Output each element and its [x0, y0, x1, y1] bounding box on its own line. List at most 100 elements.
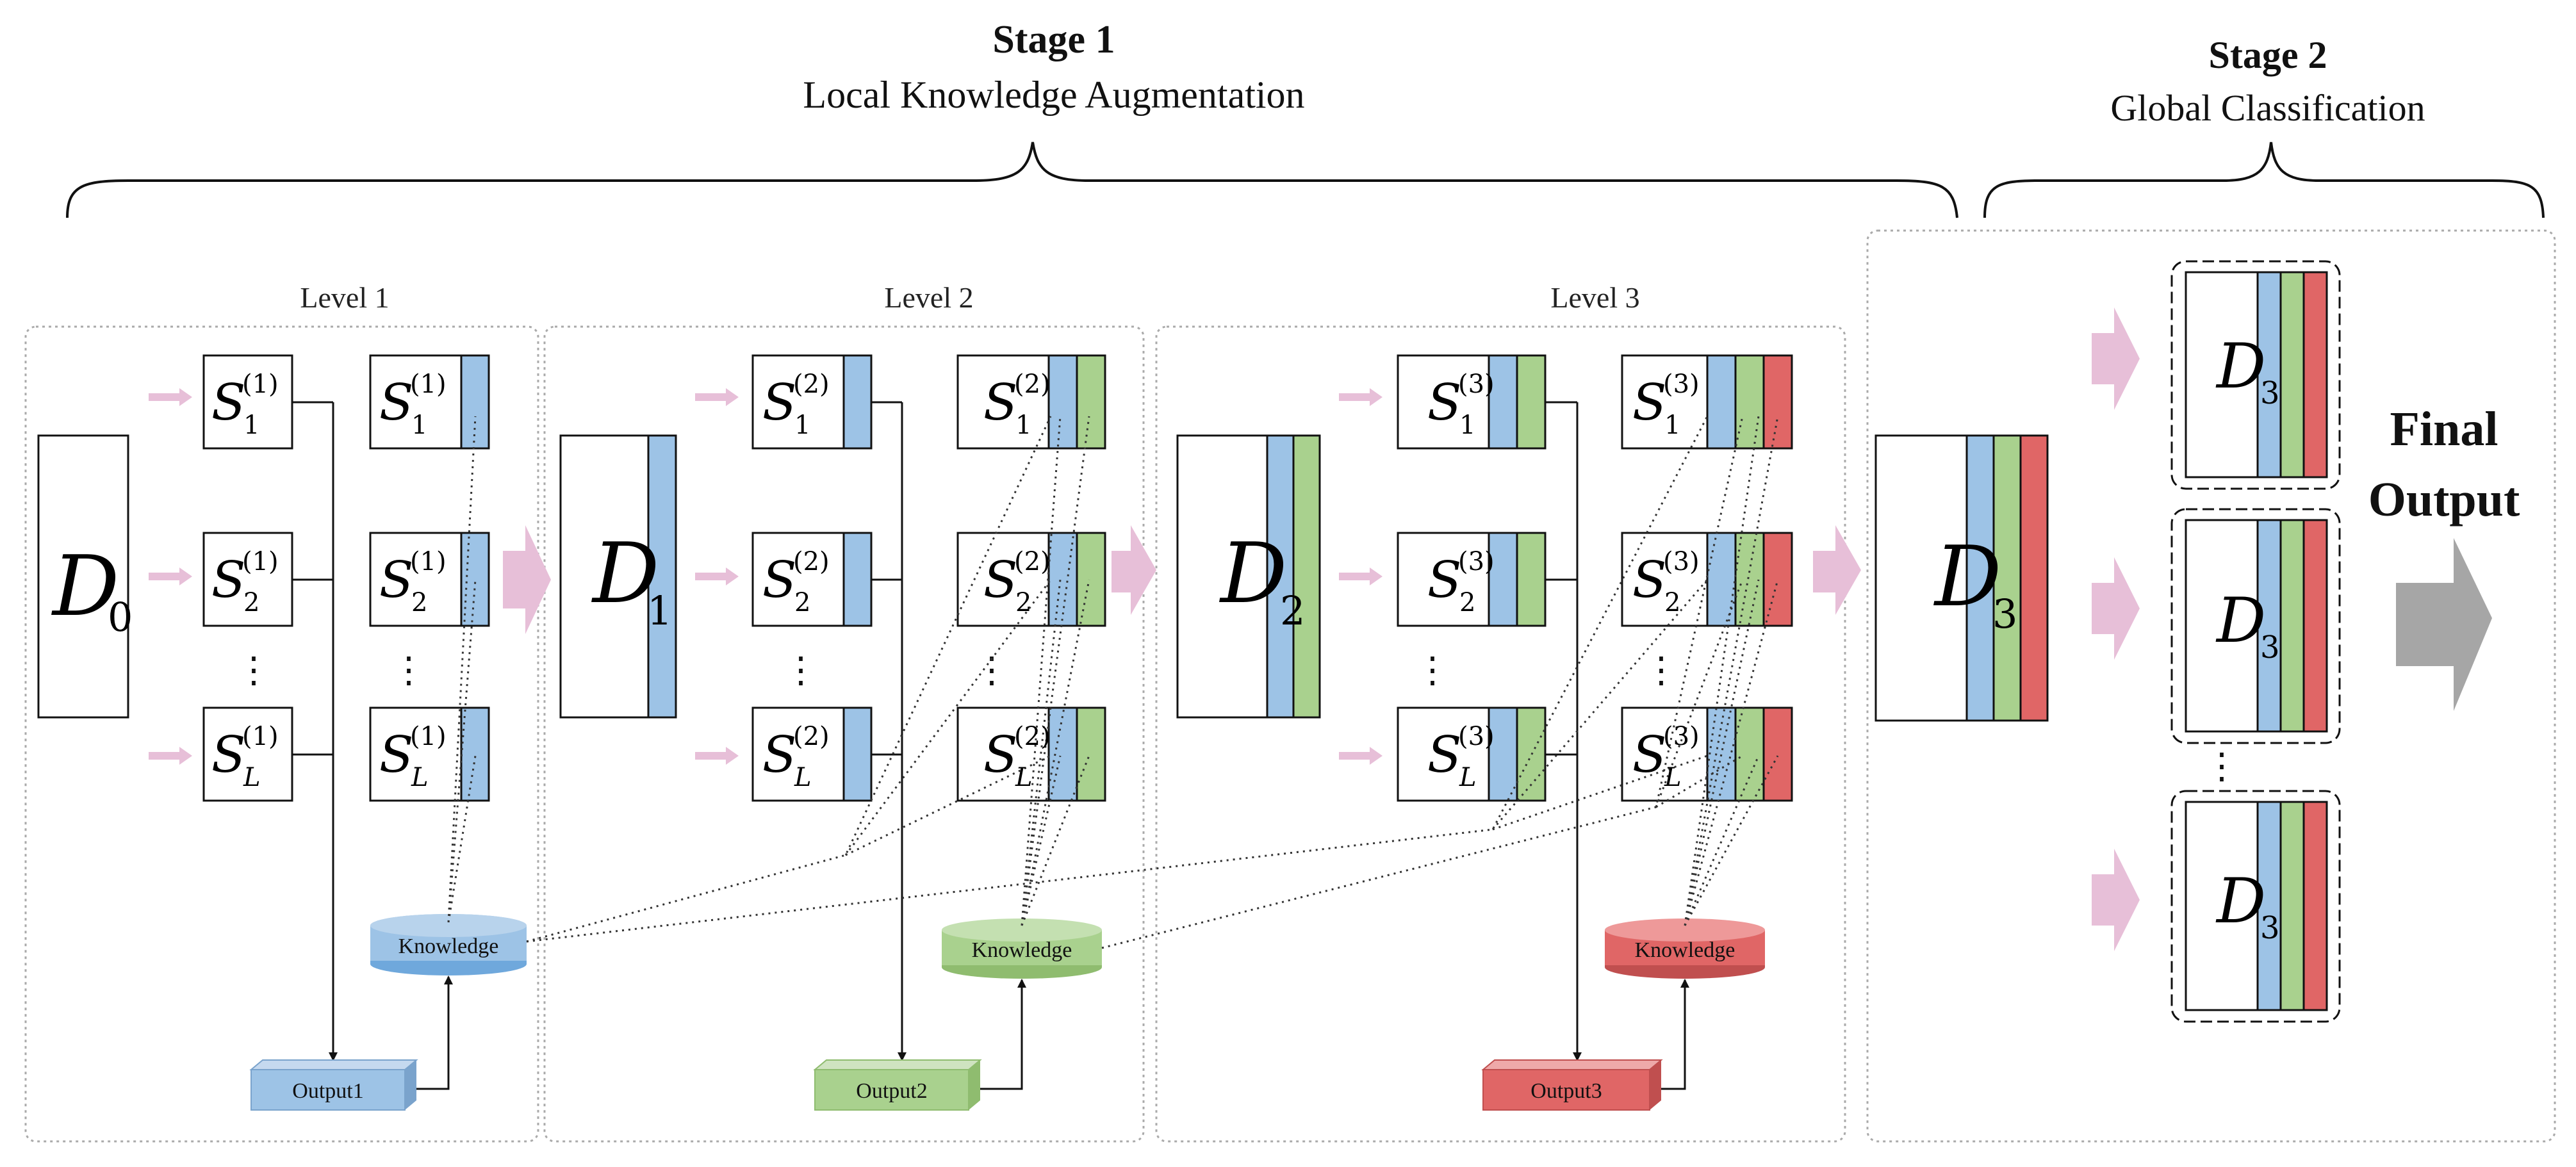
output1-to-knowledge: [416, 975, 453, 1090]
subset-label-c3-2-letter: S: [983, 551, 1017, 609]
d3-copy-2-sub: 3: [2260, 630, 2280, 665]
level2-panel: [543, 325, 1145, 1143]
dataset-d3-sub: 3: [1992, 591, 2017, 637]
dataset-d0-letter: D: [51, 537, 119, 635]
aug-strip-l1-2: [460, 532, 490, 627]
subset-label-c5-L-sub: L: [1664, 763, 1682, 792]
knowledge1-to-l3-dots: [526, 416, 1709, 943]
level2-group: D 1 ⋮ ⋮ Output2: [526, 354, 1106, 1111]
ellipsis-l3-left: ⋮: [1415, 649, 1450, 691]
level1-group: D 0 ⋮ ⋮ Output1: [37, 354, 527, 1111]
level2-label: Level 2: [884, 281, 973, 314]
aug-l3-1-red: [1762, 354, 1793, 450]
aug-strip-l1-L: [460, 706, 490, 802]
subset-label-c0-2-letter: S: [211, 551, 245, 609]
ellipsis-l2-left: ⋮: [783, 649, 819, 691]
ellipsis-l3-right: ⋮: [1643, 649, 1679, 691]
merge-line-l3: [1545, 401, 1577, 1060]
subset-labels: S1(1)S2(1)SL(1)S1(1)S2(1)SL(1)S1(2)S2(2)…: [211, 370, 1700, 792]
subset-label-c5-2-sup: (3): [1663, 547, 1700, 576]
dataset-d1-sub: 1: [647, 587, 672, 634]
subset-label-c3-2-sup: (2): [1014, 547, 1051, 576]
strip-l3-2-green: [1516, 532, 1546, 627]
subset-label-c2-1-sub: 1: [794, 411, 810, 440]
subset-label-c1-2-letter: S: [379, 551, 413, 609]
strip-l2-1-blue: [842, 354, 873, 450]
subset-label-c1-2-sup: (1): [410, 547, 447, 576]
level3-label: Level 3: [1550, 281, 1639, 314]
d3-strip-blue: [1965, 434, 1995, 722]
subset-label-c2-L-sub: L: [794, 763, 812, 792]
subset-label-c5-1-letter: S: [1632, 374, 1666, 432]
ellipsis-l2-right: ⋮: [974, 649, 1010, 691]
final-output-arrow: [2396, 538, 2492, 711]
subset-label-c0-1-letter: S: [211, 374, 245, 432]
final-output-line1: Final: [2390, 402, 2498, 456]
pink-small-arrows-l2: [695, 388, 739, 765]
level1-label: Level 1: [300, 281, 389, 314]
stage2-subtitle: Global Classification: [2110, 87, 2425, 129]
subset-label-c5-1-sup: (3): [1663, 370, 1700, 399]
subset-label-c4-1-sub: 1: [1459, 411, 1475, 440]
knowledge-cylinder-1: Knowledge: [370, 914, 527, 975]
subset-label-c1-L-sub: L: [411, 763, 429, 792]
subset-label-c3-1-letter: S: [983, 374, 1017, 432]
knowledge-cylinder-2: Knowledge: [942, 918, 1102, 979]
level1-panel: [24, 325, 539, 1143]
pink-arrow-l3-d3: [1813, 525, 1861, 615]
subset-label-c0-2-sub: 2: [243, 588, 259, 617]
subset-l1-L: [202, 706, 293, 802]
subset-label-c0-L-letter: S: [211, 726, 245, 784]
aug-l2-1-blue: [1047, 354, 1078, 450]
d3-copy-1: D 3: [2170, 260, 2341, 490]
strip-l3-L-blue: [1488, 706, 1518, 802]
merge-line-l1: [292, 401, 333, 1060]
subset-label-c4-1-letter: S: [1427, 374, 1461, 432]
dataset-d0-sub: 0: [108, 594, 133, 641]
subset-label-c2-2-sup: (2): [793, 547, 830, 576]
knowledge3-dots: [1684, 416, 1779, 926]
subset-label-c2-1-letter: S: [762, 374, 796, 432]
output2-box: Output2: [813, 1059, 982, 1111]
subset-label-c2-L-sup: (2): [793, 722, 830, 751]
subset-label-c5-2-sub: 2: [1664, 588, 1680, 617]
subset-label-c0-2-sup: (1): [242, 547, 279, 576]
knowledge1-dots: [447, 416, 477, 923]
subset-label-c1-1-sub: 1: [411, 411, 427, 440]
aug-l3-L-blue: [1706, 706, 1737, 802]
subset-label-c2-2-letter: S: [762, 551, 796, 609]
d3-strip-green: [1992, 434, 2022, 722]
output3-box: Output3: [1481, 1059, 1663, 1111]
pink-small-arrows-l1: [149, 388, 192, 765]
d3-strip-red: [2019, 434, 2049, 722]
merge-line-l2: [871, 401, 902, 1060]
aug-l2-2-blue: [1047, 532, 1078, 627]
output1-box: Output1: [249, 1059, 418, 1111]
stage1-subtitle: Local Knowledge Augmentation: [803, 74, 1304, 116]
aug-l2-2-green: [1076, 532, 1106, 627]
stage2-brace: [1983, 142, 2545, 218]
d3-copy-3-letter: D: [2215, 865, 2266, 937]
subset-label-c3-L-letter: S: [983, 726, 1017, 784]
dataset-d2-sub: 2: [1280, 587, 1305, 634]
subset-label-c2-1-sup: (2): [793, 370, 830, 399]
d3-copy-3: D 3: [2170, 790, 2341, 1023]
level3-panel: [1155, 325, 1846, 1143]
strip-l3-2-blue: [1488, 532, 1518, 627]
output2-to-knowledge: [980, 979, 1026, 1090]
subset-label-c4-L-sup: (3): [1458, 722, 1495, 751]
subset-label-c3-2-sub: 2: [1015, 588, 1031, 617]
pink-arrows-stage2: [2092, 307, 2140, 951]
strip-l2-2-blue: [842, 532, 873, 627]
ellipsis-l1-right: ⋮: [391, 649, 427, 691]
subset-label-c3-1-sub: 1: [1015, 411, 1031, 440]
stage1-title: Stage 1: [992, 18, 1115, 61]
ellipsis-stage2: ⋮: [2204, 746, 2240, 787]
d3-copy-1-letter: D: [2215, 331, 2266, 402]
level3-group: D 2 ⋮ ⋮ Ou: [526, 354, 1793, 1111]
subset-label-c5-L-sup: (3): [1663, 722, 1700, 751]
strip-l2-L-blue: [842, 706, 873, 802]
dataset-d2-letter: D: [1219, 525, 1287, 622]
ellipsis-l1-left: ⋮: [236, 649, 272, 691]
subset-label-c1-2-sub: 2: [411, 588, 427, 617]
